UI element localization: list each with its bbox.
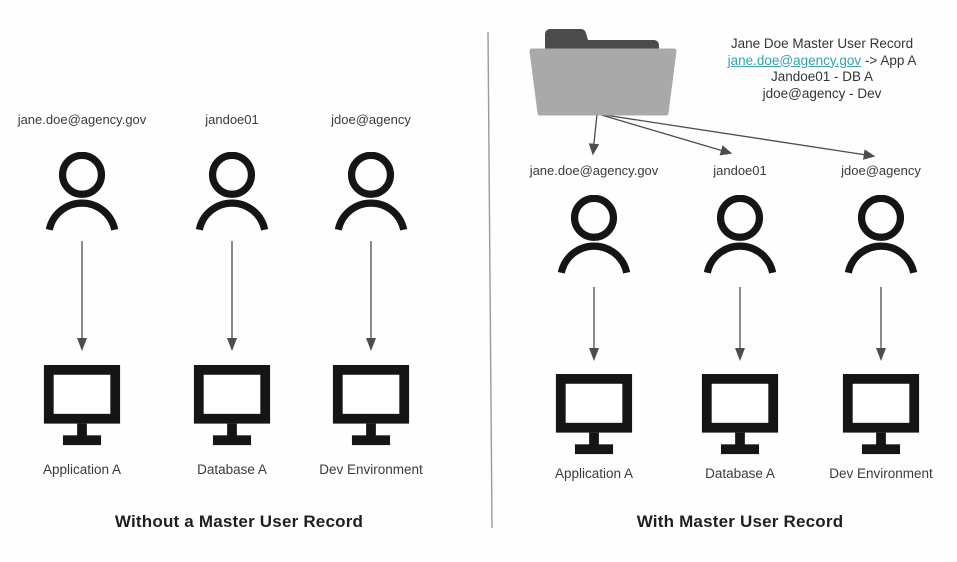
user-label: jane.doe@agency.gov <box>529 163 659 178</box>
master-record-email-link[interactable]: jane.doe@agency.gov <box>727 52 862 68</box>
master-record-mapping-db: Jandoe01 - DB A <box>770 69 874 84</box>
arrow-down-icon <box>77 241 87 351</box>
monitor-icon <box>701 374 779 455</box>
person-icon <box>703 195 777 274</box>
person-icon <box>557 195 631 274</box>
user-label: jane.doe@agency.gov <box>17 112 147 127</box>
system-label: Dev Environment <box>319 462 423 477</box>
panel-divider <box>487 31 493 529</box>
arrow-down-icon <box>589 287 599 361</box>
user-label: jandoe01 <box>205 112 259 127</box>
left-column-dev: jdoe@agency Dev Environment <box>286 112 456 477</box>
system-label: Application A <box>42 462 122 477</box>
system-label: Dev Environment <box>829 466 933 481</box>
system-label: Database A <box>705 466 775 481</box>
panel-caption-without: Without a Master User Record <box>114 512 364 531</box>
panel-caption-with: With Master User Record <box>636 512 844 531</box>
master-record-link-suffix: -> App A <box>861 52 917 68</box>
master-record-mapping-app: jane.doe@agency.gov -> App A <box>672 53 957 70</box>
user-label: jandoe01 <box>713 163 767 178</box>
monitor-icon <box>555 374 633 455</box>
system-label: Application A <box>554 466 634 481</box>
master-record-mapping-dev: jdoe@agency - Dev <box>762 85 882 101</box>
system-label: Database A <box>197 462 267 477</box>
monitor-icon <box>193 365 271 446</box>
user-label: jdoe@agency <box>331 112 411 127</box>
monitor-icon <box>43 365 121 446</box>
right-column-app: jane.doe@agency.gov Application A <box>509 163 679 481</box>
right-column-db: jandoe01 Database A <box>655 163 825 481</box>
master-record-block: Jane Doe Master User Record jane.doe@age… <box>672 36 957 102</box>
master-record-title: Jane Doe Master User Record <box>730 36 914 51</box>
monitor-icon <box>842 374 920 455</box>
arrow-down-icon <box>366 241 376 351</box>
folder-icon <box>527 24 679 118</box>
user-label: jdoe@agency <box>841 163 921 178</box>
person-icon <box>844 195 918 274</box>
left-column-db: jandoe01 Database A <box>147 112 317 477</box>
left-column-app: jane.doe@agency.gov Application A <box>0 112 167 477</box>
right-column-dev: jdoe@agency Dev Environment <box>796 163 957 481</box>
person-icon <box>45 152 119 231</box>
arrow-down-icon <box>227 241 237 351</box>
arrow-down-icon <box>735 287 745 361</box>
person-icon <box>334 152 408 231</box>
arrow-down-icon <box>876 287 886 361</box>
monitor-icon <box>332 365 410 446</box>
person-icon <box>195 152 269 231</box>
